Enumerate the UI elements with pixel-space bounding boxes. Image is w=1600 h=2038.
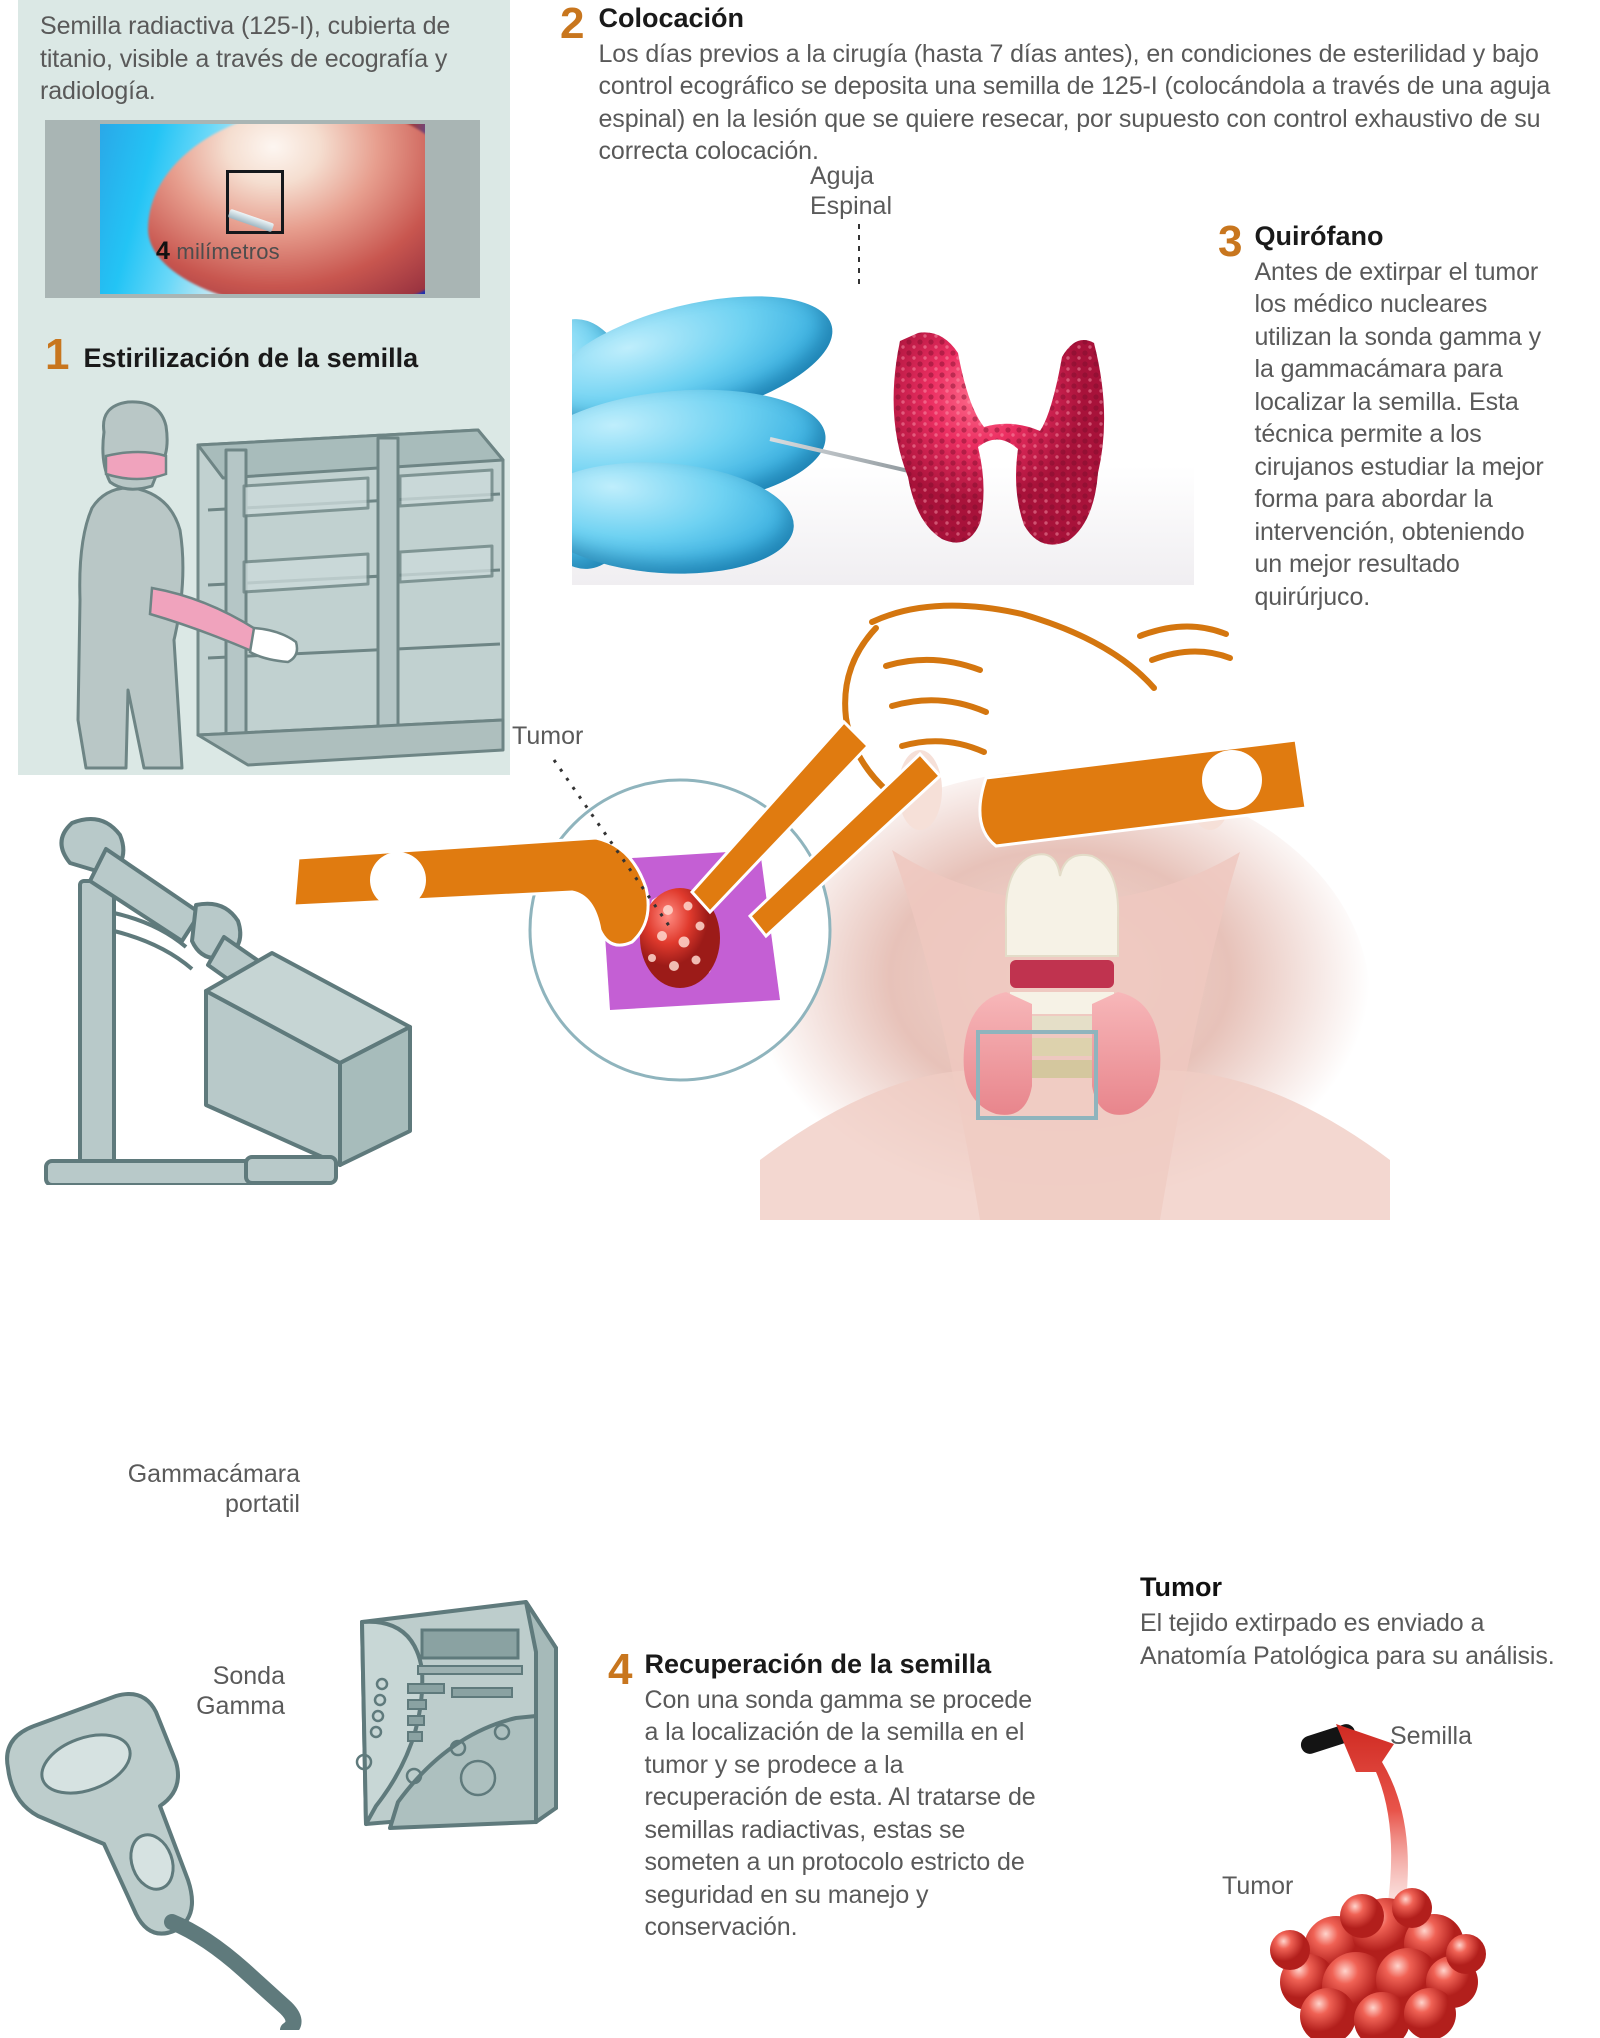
scale-label: 4 milímetros <box>156 237 280 266</box>
gamma-probe-label: Sonda Gamma <box>140 1662 285 1721</box>
gamma-camera-label-line1: Gammacámara <box>127 1460 300 1488</box>
tumor-leader-line <box>552 759 674 931</box>
tumor-panel: Tumor El tejido extirpado es enviado a A… <box>1140 1572 1560 1672</box>
step-3-title: Quirófano <box>1254 221 1384 251</box>
tumor-panel-title: Tumor <box>1140 1572 1222 1602</box>
seed-intro-text: Semilla radiactiva (125-I), cubierta de … <box>40 12 451 105</box>
step-4-number: 4 <box>608 1645 633 1694</box>
forceps-blade <box>689 719 943 939</box>
gamma-probe-label-line1: Sonda <box>212 1662 285 1690</box>
step-3-block: 3 Quirófano Antes de extirpar el tumor l… <box>1218 217 1598 613</box>
step-1-header: 1 Estirilización de la semilla <box>45 330 419 379</box>
thyroid-anatomy <box>963 853 1161 1120</box>
fingertip-shape <box>148 124 425 294</box>
tumor-nodule <box>640 888 720 988</box>
step-1-number: 1 <box>45 330 70 379</box>
spinal-needle-thyroid-photo <box>572 287 1194 585</box>
fingertip-seed-photo: 4 milímetros <box>100 124 425 294</box>
surgery-scene-illustration <box>292 602 1390 1220</box>
gamma-probe-illustration <box>5 1692 302 2030</box>
tumor-panel-body: El tejido extirpado es enviado a Anatomí… <box>1140 1609 1555 1670</box>
gamma-camera-label: Gammacámara portatil <box>40 1460 300 1519</box>
gamma-camera-illustration <box>44 817 412 1185</box>
scale-number: 4 <box>156 237 171 265</box>
step-4-title: Recuperación de la semilla <box>644 1649 992 1679</box>
step-2-title: Colocación <box>598 3 745 33</box>
seed-scale-photo-frame: 4 milímetros <box>45 120 480 298</box>
spinal-needle-callout-line1: Aguja <box>810 162 874 190</box>
seed-highlight-box <box>226 170 284 234</box>
step-1-title: Estirilización de la semilla <box>83 343 419 373</box>
tumor-mass <box>1270 1888 1486 2038</box>
gamma-probe-label-line2: Gamma <box>196 1691 285 1720</box>
surgical-retractors <box>292 738 1308 947</box>
thyroid-model-photo <box>893 332 1105 545</box>
step-2-block: 2 Colocación Los días previos a la cirug… <box>560 0 1590 168</box>
scale-unit: milímetros <box>176 239 280 264</box>
spinal-needle-callout: Aguja Espinal <box>810 162 892 221</box>
tumor-art-label: Tumor <box>1222 1872 1294 1900</box>
extracted-tumor-illustration <box>1270 1724 1486 2038</box>
gamma-camera-label-line2: portatil <box>224 1489 300 1518</box>
step-2-body: Los días previos a la cirugía (hasta 7 d… <box>598 39 1551 166</box>
spinal-needle-callout-line2: Espinal <box>810 191 892 220</box>
sterilization-illustration <box>76 400 505 770</box>
step-3-body: Antes de extirpar el tumor los médico nu… <box>1254 257 1544 611</box>
gamma-probe-console-illustration <box>355 1600 558 1830</box>
seed-label: Semilla <box>1390 1722 1472 1750</box>
step-4-body: Con una sonda gamma se procede a la loca… <box>644 1685 1036 1942</box>
step-3-number: 3 <box>1218 217 1243 266</box>
extraction-arrow <box>1336 1724 1408 1916</box>
step-2-number: 2 <box>560 0 585 48</box>
step-4-block: 4 Recuperación de la semilla Con una son… <box>608 1645 1078 1944</box>
surgeon-hand-with-forceps <box>842 602 1233 803</box>
tumor-callout-label: Tumor <box>512 722 584 750</box>
sidebar-panel: Semilla radiactiva (125-I), cubierta de … <box>18 0 510 775</box>
